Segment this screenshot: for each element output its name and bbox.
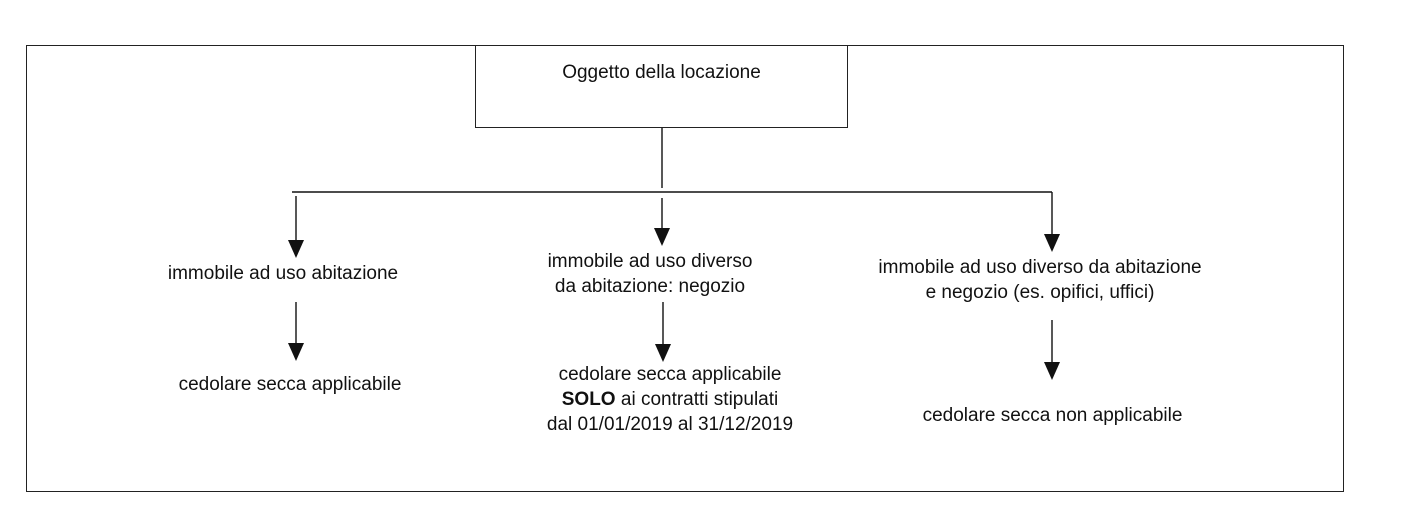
arrowhead-branch-3 — [1044, 234, 1060, 252]
arrowhead-outcome-3 — [1044, 362, 1060, 380]
branch-1-category-line-1: immobile ad uso abitazione — [167, 263, 399, 284]
branch-3-outcome-line-1: cedolare secca non applicabile — [922, 405, 1183, 426]
branch-2-outcome-line-2: SOLO ai contratti stipulati — [500, 387, 840, 412]
branch-2-outcome-line-2-rest: ai contratti stipulati — [615, 389, 779, 410]
branch-2-outcome-line-1: cedolare secca applicabile — [558, 364, 782, 385]
branch-2-category: immobile ad uso diverso da abitazione: n… — [500, 249, 800, 299]
branch-1-outcome: cedolare secca applicabile — [140, 372, 440, 397]
solo-emphasis: SOLO — [561, 389, 616, 410]
arrowhead-branch-1 — [288, 240, 304, 258]
arrowhead-outcome-1 — [288, 343, 304, 361]
root-node-box: Oggetto della locazione — [475, 45, 848, 128]
branch-2-category-line-2: da abitazione: negozio — [554, 276, 746, 297]
branch-2-category-line-1: immobile ad uso diverso — [547, 251, 753, 272]
branch-3-category: immobile ad uso diverso da abitazione e … — [850, 255, 1230, 305]
branch-3-category-line-2: e negozio (es. opifici, uffici) — [925, 282, 1155, 303]
branch-1-category: immobile ad uso abitazione — [130, 261, 436, 286]
arrowhead-branch-2 — [654, 228, 670, 246]
branch-1-outcome-line-1: cedolare secca applicabile — [178, 374, 402, 395]
branch-2-outcome-line-3: dal 01/01/2019 al 31/12/2019 — [546, 414, 794, 435]
branch-3-outcome: cedolare secca non applicabile — [900, 403, 1205, 428]
arrowhead-outcome-2 — [655, 344, 671, 362]
branch-2-outcome: cedolare secca applicabile SOLO ai contr… — [500, 362, 840, 437]
branch-3-category-line-1: immobile ad uso diverso da abitazione — [878, 257, 1202, 278]
root-node-label: Oggetto della locazione — [562, 62, 761, 83]
